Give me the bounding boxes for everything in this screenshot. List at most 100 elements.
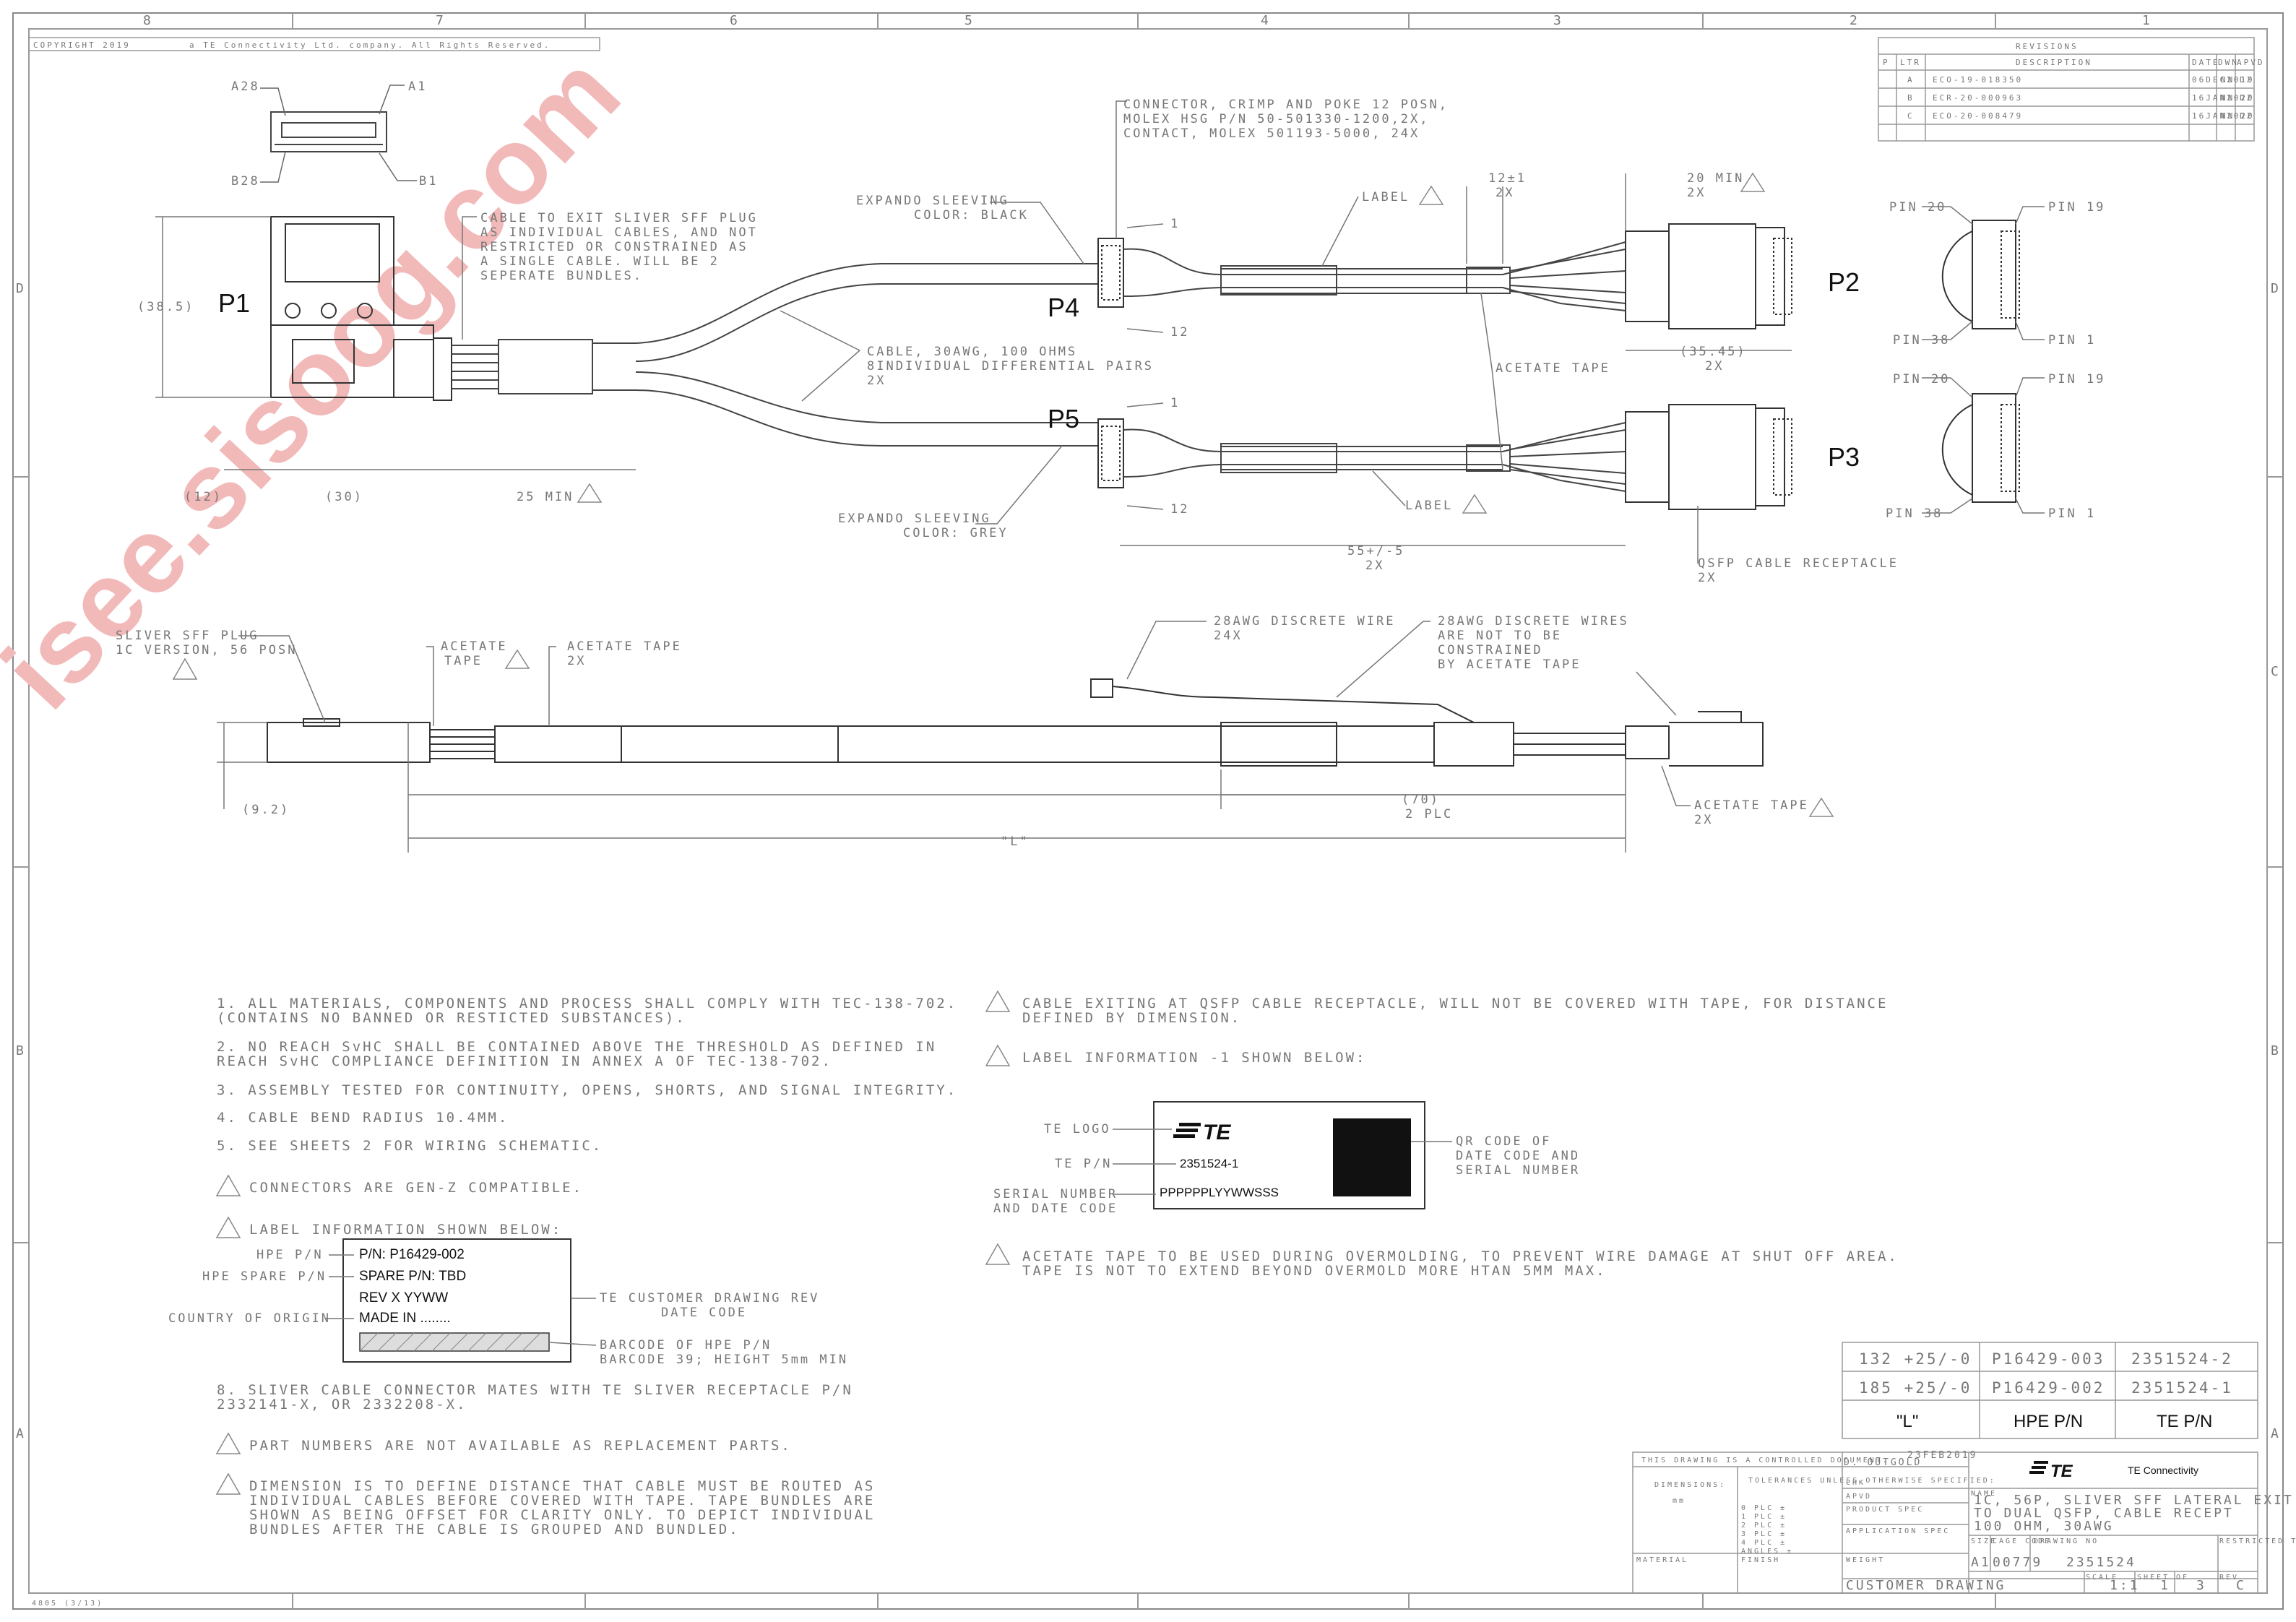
note-9: PART NUMBERS ARE NOT AVAILABLE AS REPLAC…	[249, 1438, 792, 1454]
pn-table-l: 185 +25/-0	[1859, 1379, 1972, 1397]
note-8: 2332141-X, OR 2332208-X.	[217, 1397, 467, 1412]
callout-hpe-spare: HPE SPARE P/N	[202, 1269, 327, 1284]
title-block-logo-text: TE	[2050, 1462, 2073, 1481]
note-line: 4. CABLE BEND RADIUS 10.4MM.	[217, 1110, 509, 1126]
wire-28awg-note: 24X	[1214, 629, 1243, 643]
copyright-right: a TE Connectivity Ltd. company. All Righ…	[189, 40, 551, 50]
rev-row-apvd: DZ	[2240, 111, 2253, 121]
zone-right-c: C	[2271, 664, 2281, 679]
p1-connector	[270, 216, 452, 401]
te-logo-label	[1173, 1123, 1201, 1138]
zone-top-2: 2	[1850, 13, 1860, 28]
dim-35-45: (35.45)	[1680, 345, 1747, 359]
zone-ticks	[13, 13, 2283, 1609]
hpe-label-made-in: MADE IN ........	[359, 1311, 451, 1326]
dim-20-min: 20 MIN	[1687, 171, 1744, 186]
rev-row-ltr: A	[1907, 75, 1915, 85]
tb-apvd: APVD	[1846, 1493, 1872, 1501]
side-view-assembly	[267, 678, 1764, 767]
callout-country: COUNTRY OF ORIGIN	[168, 1311, 331, 1326]
tb-rev-value: C	[2236, 1578, 2246, 1593]
cable-exit-note: CABLE TO EXIT SLIVER SFF PLUG	[480, 211, 758, 225]
rev-row-date: 16JAN2020	[2192, 93, 2255, 103]
zone-top-6: 6	[730, 13, 740, 28]
revisions-title: REVISIONS	[2016, 42, 2079, 51]
pin-12-p5: 12	[1170, 502, 1189, 517]
tb-finish: FINISH	[1741, 1556, 1780, 1564]
qsfp-receptacle-note: QSFP CABLE RECEPTACLE	[1698, 556, 1899, 571]
note-line: 1. ALL MATERIALS, COMPONENTS AND PROCESS…	[217, 996, 957, 1011]
pin-38-p2: PIN 38	[1893, 333, 1950, 348]
p1-end-view	[270, 111, 387, 152]
acetate-tape-a: TAPE	[444, 654, 483, 668]
pin-1-p2: PIN 1	[2048, 333, 2096, 348]
tb-drawing-no-value: 2351524	[2066, 1555, 2136, 1570]
title-block	[1632, 1451, 2258, 1594]
pin-20-p3: PIN 20	[1893, 372, 1950, 387]
rev-row-desc: ECO-20-008479	[1933, 111, 2023, 121]
acetate-tape-b: ACETATE TAPE	[567, 639, 682, 654]
drawing-title: 100 OHM, 30AWG	[1974, 1519, 2114, 1534]
note-10: SHOWN AS BEING OFFSET FOR CLARITY ONLY. …	[249, 1507, 875, 1523]
pn-table-hpe: P16429-003	[1992, 1350, 2105, 1368]
rev-hdr-dwn: DWN	[2218, 58, 2239, 67]
drawing-title: 1C, 56P, SLIVER SFF LATERAL EXIT	[1974, 1493, 2294, 1508]
cable-exit-note: SEPERATE BUNDLES.	[480, 269, 643, 283]
zone-top-1: 1	[2142, 13, 2152, 28]
note-line: (CONTAINS NO BANNED OR RESTICTED SUBSTAN…	[217, 1010, 686, 1026]
tb-cage: CAGE CODE	[1993, 1537, 2051, 1545]
note-11: DEFINED BY DIMENSION.	[1022, 1010, 1241, 1026]
zone-top-8: 8	[143, 13, 153, 28]
tb-name: NAME	[1971, 1490, 1997, 1498]
cable-branches	[635, 263, 1098, 447]
tb-size: SIZE	[1971, 1537, 1997, 1545]
expando-grey: EXPANDO SLEEVING	[838, 512, 991, 526]
rev-hdr-ltr: LTR	[1900, 58, 1921, 67]
tb-tol: 2 PLC ±	[1741, 1522, 1787, 1530]
te-label-pn: 2351524-1	[1180, 1157, 1238, 1170]
pn-table-header-te: TE P/N	[2157, 1412, 2212, 1431]
dim-55: 55+/-5	[1347, 544, 1404, 558]
rev-row-date: 16JAN2020	[2192, 111, 2255, 121]
callout-hpe-pn: HPE P/N	[256, 1248, 324, 1262]
cable-exit-note: AS INDIVIDUAL CABLES, AND NOT	[480, 225, 758, 240]
pin-19-p2: PIN 19	[2048, 200, 2105, 215]
rev-row-dwn: NN	[2221, 111, 2235, 121]
callout-barcode: BARCODE OF HPE P/N	[600, 1338, 772, 1353]
rev-row-desc: ECR-20-000963	[1933, 93, 2023, 103]
cable-30awg-note: 8INDIVIDUAL DIFFERENTIAL PAIRS	[867, 359, 1154, 374]
tb-product-spec: PRODUCT SPEC	[1846, 1506, 1924, 1514]
note-6: CONNECTORS ARE GEN-Z COMPATIBLE.	[249, 1180, 583, 1196]
rev-row-date: 06DEC2019	[2192, 75, 2255, 85]
note-line: 3. ASSEMBLY TESTED FOR CONTINUITY, OPENS…	[217, 1082, 957, 1098]
cable-exit-note: A SINGLE CABLE. WILL BE 2	[480, 254, 720, 269]
connector-note: CONTACT, MOLEX 501193-5000, 24X	[1123, 126, 1420, 141]
note-line: REACH SvHC COMPLIANCE DEFINITION IN ANNE…	[217, 1053, 832, 1069]
tb-tol: 0 PLC ±	[1741, 1504, 1787, 1512]
dim-12pm1: 12±1	[1488, 171, 1527, 186]
dim-2x: 2X	[1496, 186, 1514, 200]
tb-size-value: A1	[1971, 1555, 1991, 1570]
dim-9-2: (9.2)	[242, 803, 290, 817]
dim-2x: 2X	[1698, 571, 1717, 585]
rev-row-ltr: B	[1907, 93, 1915, 103]
tb-scale-value: 1:1	[2110, 1578, 2140, 1593]
tb-tol: 4 PLC ±	[1741, 1539, 1787, 1547]
tb-restricted: RESTRICTED TO	[2219, 1537, 2296, 1545]
dim-2x: 2X	[1365, 558, 1384, 573]
pin-1-p4: 1	[1170, 217, 1180, 231]
hpe-label-spare: SPARE P/N: TBD	[359, 1269, 466, 1284]
tb-sheet-value: 1	[2160, 1578, 2170, 1593]
p3-receptacle	[1625, 404, 1792, 510]
zone-top-3: 3	[1553, 13, 1563, 28]
side-view-dimensions	[217, 621, 1691, 853]
rev-row-desc: ECO-19-018350	[1933, 75, 2023, 85]
copyright-box	[28, 37, 600, 51]
note-line: 5. SEE SHEETS 2 FOR WIRING SCHEMATIC.	[217, 1138, 603, 1154]
pin-38-p3: PIN 38	[1886, 506, 1943, 521]
tb-tol: 1 PLC ±	[1741, 1513, 1787, 1521]
rev-hdr-desc: DESCRIPTION	[2016, 58, 2092, 67]
pn-table-header-l: "L"	[1896, 1412, 1918, 1431]
note-13: TAPE IS NOT TO EXTEND BEYOND OVERMOLD MO…	[1022, 1263, 1607, 1279]
